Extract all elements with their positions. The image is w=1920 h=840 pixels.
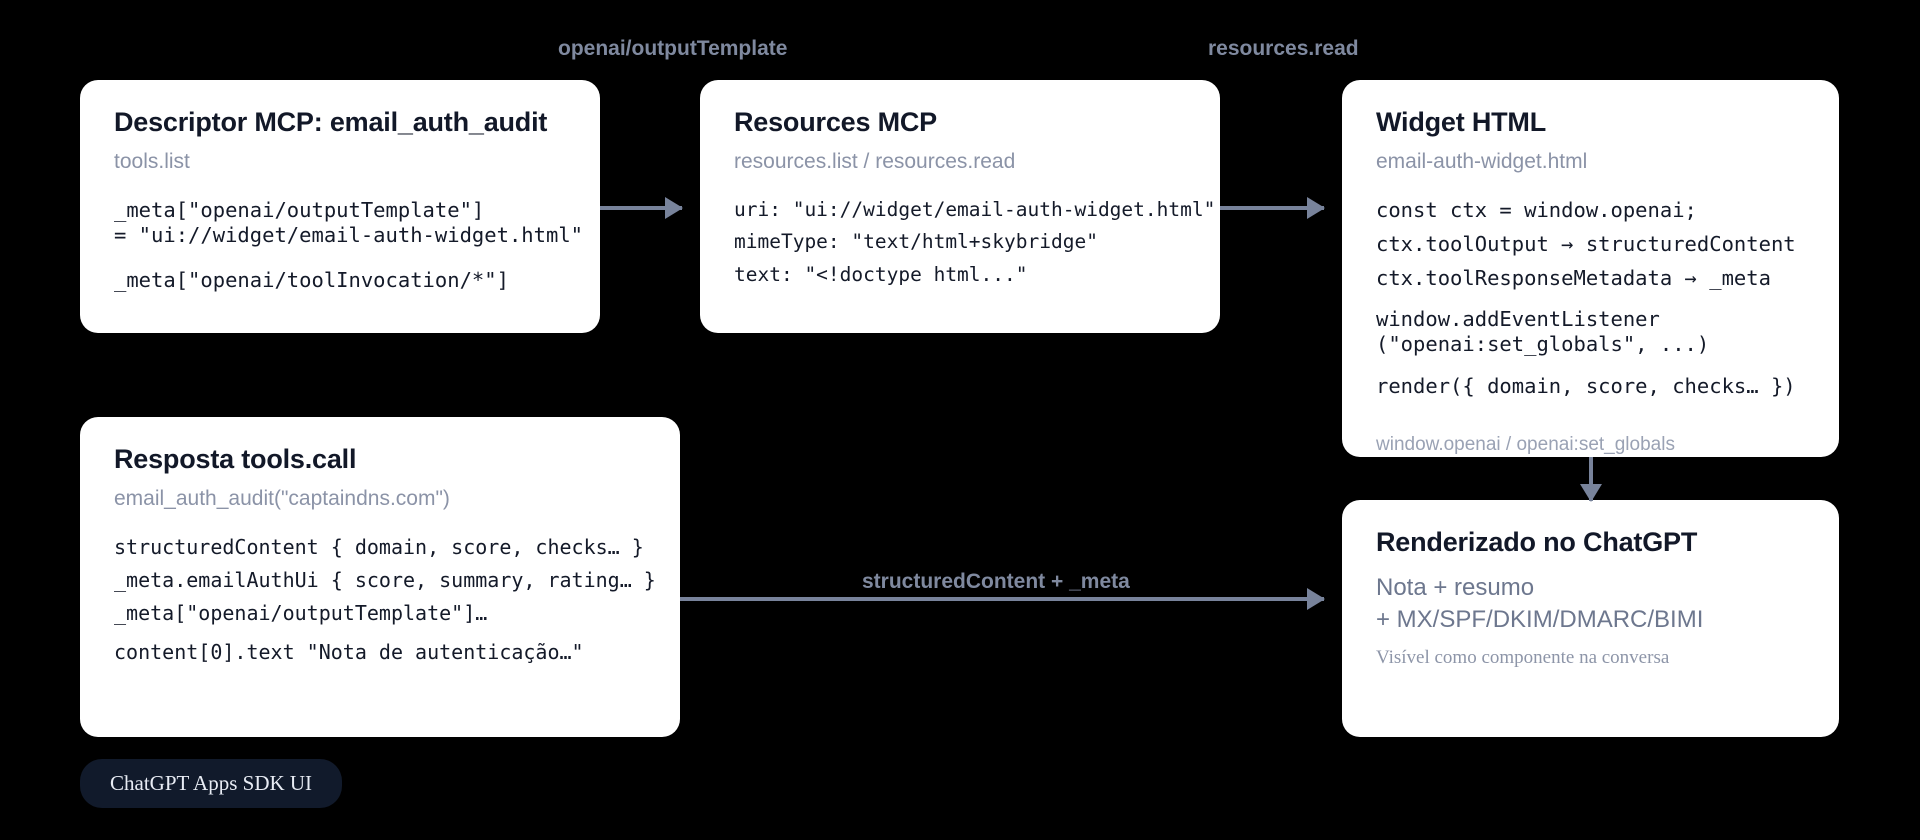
card-descriptor-title: Descriptor MCP: email_auth_audit xyxy=(114,107,548,137)
card-descriptor-code-line-2: = "ui://widget/email-auth-widget.html" xyxy=(114,222,583,247)
card-resources-code-line-1: uri: "ui://widget/email-auth-widget.html… xyxy=(734,197,1216,221)
card-resources-code-line-2: mimeType: "text/html+skybridge" xyxy=(734,230,1098,254)
card-widget-code-line-6: render({ domain, score, checks… }) xyxy=(1376,373,1796,398)
card-rendered-note: Visível como componente na conversa xyxy=(1376,646,1670,668)
card-response-code-line-2: _meta.emailAuthUi { score, summary, rati… xyxy=(114,568,656,593)
card-response-title: Resposta tools.call xyxy=(114,444,357,474)
card-rendered-line-1: Nota + resumo xyxy=(1376,574,1535,602)
card-descriptor-mcp: Descriptor MCP: email_auth_audit tools.l… xyxy=(80,80,600,333)
card-response-subtitle: email_auth_audit("captaindns.com") xyxy=(114,487,450,511)
card-widget-html: Widget HTML email-auth-widget.html const… xyxy=(1342,80,1839,457)
card-widget-subtitle: email-auth-widget.html xyxy=(1376,150,1588,174)
card-resources-subtitle: resources.list / resources.read xyxy=(734,150,1016,174)
card-response-code-line-4: content[0].text "Nota de autenticação…" xyxy=(114,639,584,664)
card-response-code-line-1: structuredContent { domain, score, check… xyxy=(114,534,644,559)
card-descriptor-subtitle: tools.list xyxy=(114,150,190,174)
arrow-label-resources-read: resources.read xyxy=(1208,37,1359,60)
card-widget-code-line-2: ctx.toolOutput → structuredContent xyxy=(1376,231,1796,256)
card-descriptor-code-line-1: _meta["openai/outputTemplate"] xyxy=(114,197,485,222)
card-resources-title: Resources MCP xyxy=(734,107,937,137)
arrow-response-to-rendered xyxy=(680,597,1324,601)
arrow-widget-to-rendered xyxy=(1589,457,1593,501)
arrow-label-structured-content-meta: structuredContent + _meta xyxy=(862,570,1130,593)
card-resources-code-line-3: text: "<!doctype html..." xyxy=(734,263,1028,287)
card-rendered-chatgpt: Renderizado no ChatGPT Nota + resumo + M… xyxy=(1342,500,1839,737)
card-widget-code-line-3: ctx.toolResponseMetadata → _meta xyxy=(1376,265,1771,290)
card-widget-code-line-4: window.addEventListener xyxy=(1376,306,1660,331)
card-response-code-line-3: _meta["openai/outputTemplate"]… xyxy=(114,601,488,626)
card-widget-title: Widget HTML xyxy=(1376,107,1547,137)
card-widget-code-line-5: ("openai:set_globals", ...) xyxy=(1376,331,1710,356)
card-rendered-line-2: + MX/SPF/DKIM/DMARC/BIMI xyxy=(1376,606,1704,634)
card-rendered-title: Renderizado no ChatGPT xyxy=(1376,527,1698,557)
card-descriptor-code-line-3: _meta["openai/toolInvocation/*"] xyxy=(114,267,509,292)
card-widget-footnote: window.openai / openai:set_globals xyxy=(1376,433,1675,455)
card-widget-code-line-1: const ctx = window.openai; xyxy=(1376,197,1697,222)
arrow-descriptor-to-resources xyxy=(600,206,682,210)
card-resources-mcp: Resources MCP resources.list / resources… xyxy=(700,80,1220,333)
card-response-toolscall: Resposta tools.call email_auth_audit("ca… xyxy=(80,417,680,737)
spacer xyxy=(1376,291,1805,307)
badge-chatgpt-apps-sdk-ui: ChatGPT Apps SDK UI xyxy=(80,759,343,808)
arrow-label-openai-output-template: openai/outputTemplate xyxy=(558,37,788,60)
arrow-resources-to-widget xyxy=(1220,206,1324,210)
spacer xyxy=(114,248,566,264)
